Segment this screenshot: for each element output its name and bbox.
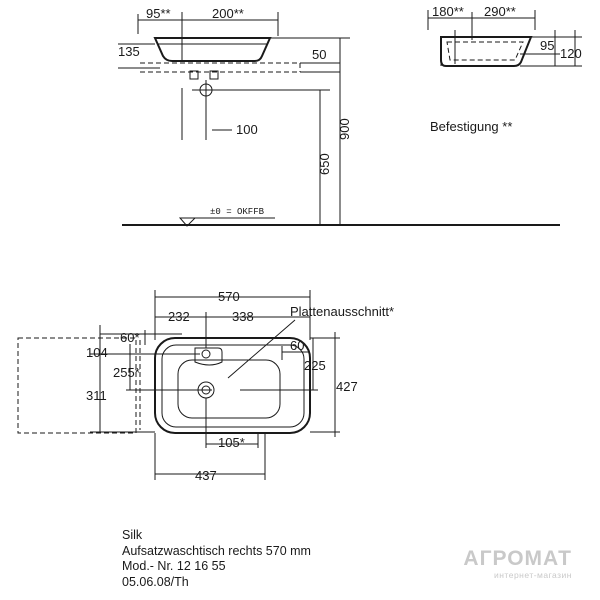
fastening-label: Befestigung ** xyxy=(430,119,512,134)
side-view: 180** 290** 95 120 Befestigung ** xyxy=(427,4,582,134)
product-name: Silk xyxy=(122,528,143,542)
dim-top-60-right: 60 xyxy=(290,338,304,353)
product-description: Aufsatzwaschtisch rechts 570 mm xyxy=(122,543,311,558)
dim-front-135: 135 xyxy=(118,44,140,59)
dim-side-290: 290** xyxy=(484,4,516,19)
dim-top-338: 338 xyxy=(232,309,254,324)
basin-top-inner xyxy=(161,344,305,428)
cutout-outline xyxy=(17,337,137,434)
product-model: Mod.- Nr. 12 16 55 xyxy=(122,559,226,573)
tap-hole xyxy=(201,349,211,359)
dim-top-225: 225 xyxy=(304,358,326,373)
dim-top-311: 311 xyxy=(86,388,107,403)
watermark-logo: АГРОМАТ интернет-магазин xyxy=(463,547,572,581)
dim-side-120: 120 xyxy=(560,46,582,61)
dim-top-104: 104 xyxy=(86,345,108,360)
dim-front-900: 900 xyxy=(337,118,352,140)
basin-front-outline xyxy=(153,37,272,62)
watermark-tagline: интернет-магазин xyxy=(493,570,572,580)
drawing-date: 05.06.08/Th xyxy=(122,574,189,589)
dim-top-255: 255* xyxy=(113,365,140,380)
dim-top-437: 437 xyxy=(195,468,217,483)
dim-top-427: 427 xyxy=(336,379,358,394)
dim-front-50: 50 xyxy=(312,47,326,62)
top-view: 570 232 338 Plattenausschnitt* 60* 60 1 xyxy=(17,289,394,483)
dim-front-100: 100 xyxy=(236,122,258,137)
dim-top-570: 570 xyxy=(218,289,240,304)
dim-front-650: 650 xyxy=(317,153,332,175)
basin-top-outline xyxy=(154,337,311,434)
front-view: 95** 200** 135 50 100 900 650 xyxy=(118,6,560,227)
dim-side-180: 180** xyxy=(432,4,464,19)
dim-front-95: 95** xyxy=(146,6,171,21)
product-info: Silk Aufsatzwaschtisch rechts 570 mm Mod… xyxy=(122,528,311,590)
floor-reference: ±0 = OKFFB xyxy=(210,207,265,217)
dim-top-60-left: 60* xyxy=(120,330,140,345)
dim-side-95: 95 xyxy=(540,38,554,53)
dim-top-105: 105* xyxy=(218,435,245,450)
plate-cutout-label: Plattenausschnitt* xyxy=(290,304,394,319)
dim-front-200: 200** xyxy=(212,6,244,21)
dim-top-232: 232 xyxy=(168,309,190,324)
watermark-brand: АГРОМАТ xyxy=(463,547,572,570)
